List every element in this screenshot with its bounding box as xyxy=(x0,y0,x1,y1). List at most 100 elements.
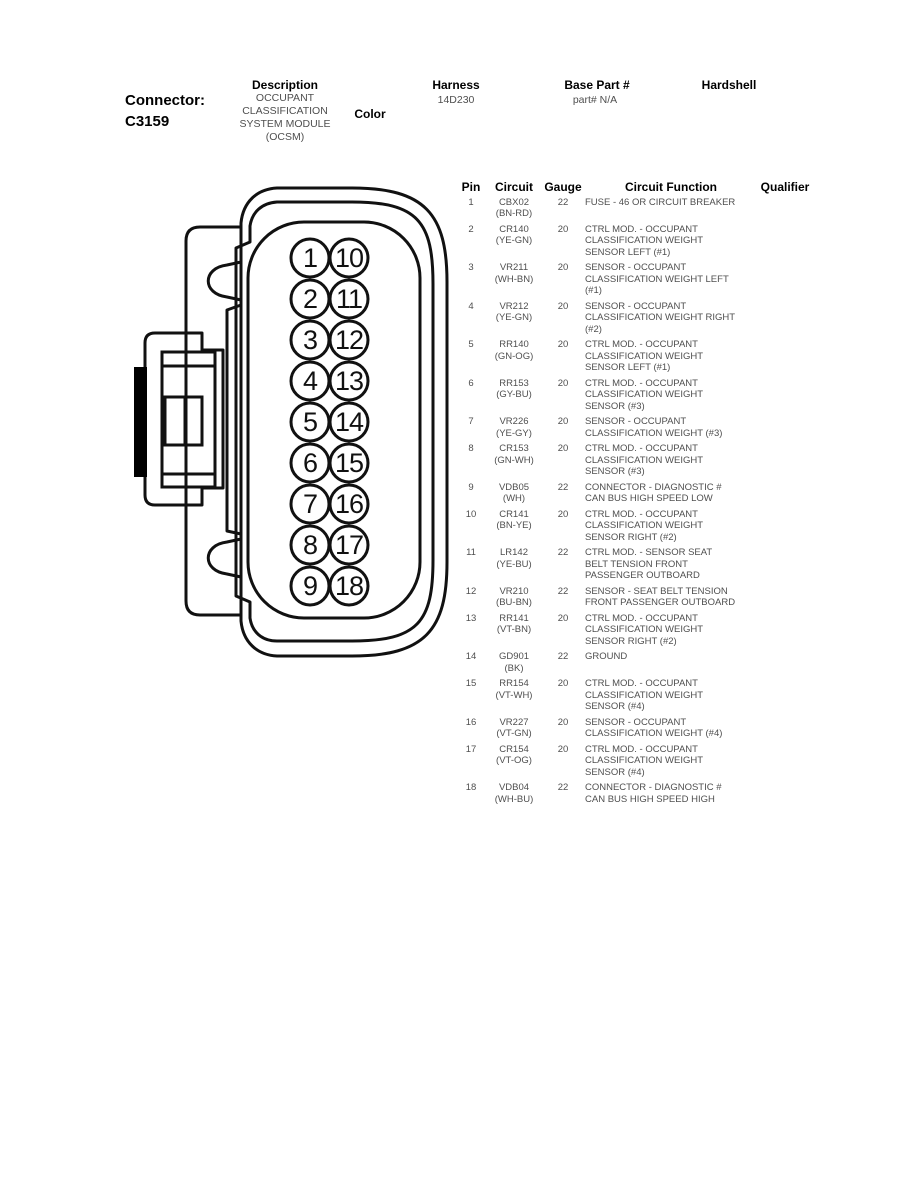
cell-qualifier xyxy=(757,378,813,417)
pin-number: 10 xyxy=(335,243,363,273)
pin-number: 14 xyxy=(335,407,364,437)
cell-pin: 11 xyxy=(466,547,476,558)
cell-function: CTRL MOD. - OCCUPANT CLASSIFICATION WEIG… xyxy=(585,339,704,373)
cell-circuit: CR141 (BN-YE) xyxy=(496,508,532,532)
cell-qualifier xyxy=(757,613,813,652)
cell-pin: 13 xyxy=(465,612,477,624)
cell-function: GROUND xyxy=(585,651,628,662)
cell-gauge: 20 xyxy=(557,300,569,312)
pin-cavity xyxy=(328,483,370,525)
cell-function: CTRL MOD. - OCCUPANT CLASSIFICATION WEIG… xyxy=(585,223,704,258)
pin-cavity xyxy=(328,278,370,320)
harness-label: Harness xyxy=(432,78,480,92)
bracket-inner-frame xyxy=(160,350,217,489)
pin-number: 8 xyxy=(303,530,317,560)
cell-function: CTRL MOD. - OCCUPANT CLASSIFICATION WEIG… xyxy=(585,508,704,543)
pin-cavity xyxy=(328,442,370,484)
cell-circuit: VR211 (WH-BN) xyxy=(494,262,534,285)
pin-number: 15 xyxy=(335,448,363,478)
table-row: 6 RR153 (GY-BU) 20 CTRL MOD. - OCCUPANT CLA… xyxy=(455,378,813,417)
connector-bracket xyxy=(143,331,225,507)
cell-qualifier xyxy=(757,443,813,482)
cell-gauge: 20 xyxy=(557,223,569,235)
cell-gauge: 20 xyxy=(557,743,569,755)
cell-gauge: 22 xyxy=(557,585,569,597)
description-label: Description xyxy=(251,78,318,92)
cell-circuit: RR153 (GY-BU) xyxy=(496,377,532,401)
cell-function: CTRL MOD. - OCCUPANT CLASSIFICATION WEIG… xyxy=(585,377,704,412)
column-header-qualifier: Qualifier xyxy=(760,180,810,194)
cell-gauge: 22 xyxy=(557,196,569,208)
cell-function: SENSOR - OCCUPANT CLASSIFICATION WEIGHT … xyxy=(585,716,723,740)
cell-qualifier xyxy=(757,301,813,340)
connector-title: Connector: C3159 xyxy=(125,90,205,132)
cell-function: SENSOR - OCCUPANT CLASSIFICATION WEIGHT … xyxy=(585,262,729,296)
base-part-value: part# N/A xyxy=(572,94,618,106)
cell-circuit: CR153 (GN-WH) xyxy=(494,443,534,466)
table-row: 10 CR141 (BN-YE) 20 CTRL MOD. - OCCUPANT CL… xyxy=(455,509,813,548)
table-row: 17 CR154 (VT-OG) 20 CTRL MOD. - OCCUPANT CL… xyxy=(455,744,813,783)
cell-circuit: VR227 (VT-GN) xyxy=(496,716,532,740)
cell-circuit: VR226 (YE-GY) xyxy=(496,416,532,439)
cell-pin: 17 xyxy=(465,743,477,755)
cell-function: CTRL MOD. - OCCUPANT CLASSIFICATION WEIG… xyxy=(585,612,704,647)
pin-number: 4 xyxy=(303,366,318,396)
pin-number: 2 xyxy=(303,284,317,314)
description-value: OCCUPANT CLASSIFICATION SYSTEM MODULE (O… xyxy=(239,92,331,143)
pin-cavity xyxy=(328,360,370,402)
column-header-circuit: Circuit xyxy=(494,180,533,194)
cell-function: CTRL MOD. - OCCUPANT CLASSIFICATION WEIG… xyxy=(585,743,704,778)
pin-number: 3 xyxy=(303,325,317,355)
pin-number: 1 xyxy=(303,243,317,273)
cell-gauge: 22 xyxy=(557,481,569,493)
cell-pin: 14 xyxy=(465,651,477,662)
cell-qualifier xyxy=(757,744,813,783)
connector-outer-outline xyxy=(206,186,449,658)
cell-pin: 15 xyxy=(465,678,477,689)
cell-circuit: VR212 (YE-GN) xyxy=(495,300,533,324)
bracket-seal-strip xyxy=(134,367,147,477)
cell-qualifier xyxy=(757,482,813,509)
cell-gauge: 20 xyxy=(557,339,569,350)
connector-label: Connector: xyxy=(125,92,205,109)
cell-circuit: CR154 (VT-OG) xyxy=(496,743,532,767)
pin-number: 7 xyxy=(303,489,317,519)
base-part-label: Base Part # xyxy=(564,78,630,92)
cell-circuit: CBX02 (BN-RD) xyxy=(495,196,533,220)
cell-circuit: GD901 (BK) xyxy=(498,651,530,674)
cell-qualifier xyxy=(757,782,813,809)
cell-gauge: 20 xyxy=(557,508,569,520)
pin-cavity xyxy=(328,524,370,566)
cell-gauge: 20 xyxy=(557,443,569,454)
cell-pin: 10 xyxy=(465,508,477,520)
cell-pin: 5 xyxy=(468,339,474,350)
cell-gauge: 20 xyxy=(557,716,569,728)
pin-number: 9 xyxy=(303,571,317,601)
pin-number: 12 xyxy=(335,325,363,355)
cell-gauge: 20 xyxy=(557,678,569,689)
connector-inner-outline xyxy=(234,200,435,643)
cell-pin: 6 xyxy=(468,377,474,389)
cell-qualifier xyxy=(757,547,813,586)
cell-function: CTRL MOD. - SENSOR SEAT BELT TENSION FRO… xyxy=(585,547,713,581)
cell-function: CTRL MOD. - OCCUPANT CLASSIFICATION WEIG… xyxy=(585,678,704,712)
cell-circuit: CR140 (YE-GN) xyxy=(495,223,533,247)
cell-circuit: LR142 (YE-BU) xyxy=(496,547,532,570)
connector-shroud xyxy=(246,220,422,620)
cell-qualifier xyxy=(757,262,813,301)
cell-pin: 3 xyxy=(468,262,474,273)
cell-gauge: 20 xyxy=(557,377,569,389)
pin-cavity xyxy=(328,565,370,607)
cell-pin: 18 xyxy=(465,782,477,793)
cell-circuit: VDB05 (WH) xyxy=(498,481,530,505)
